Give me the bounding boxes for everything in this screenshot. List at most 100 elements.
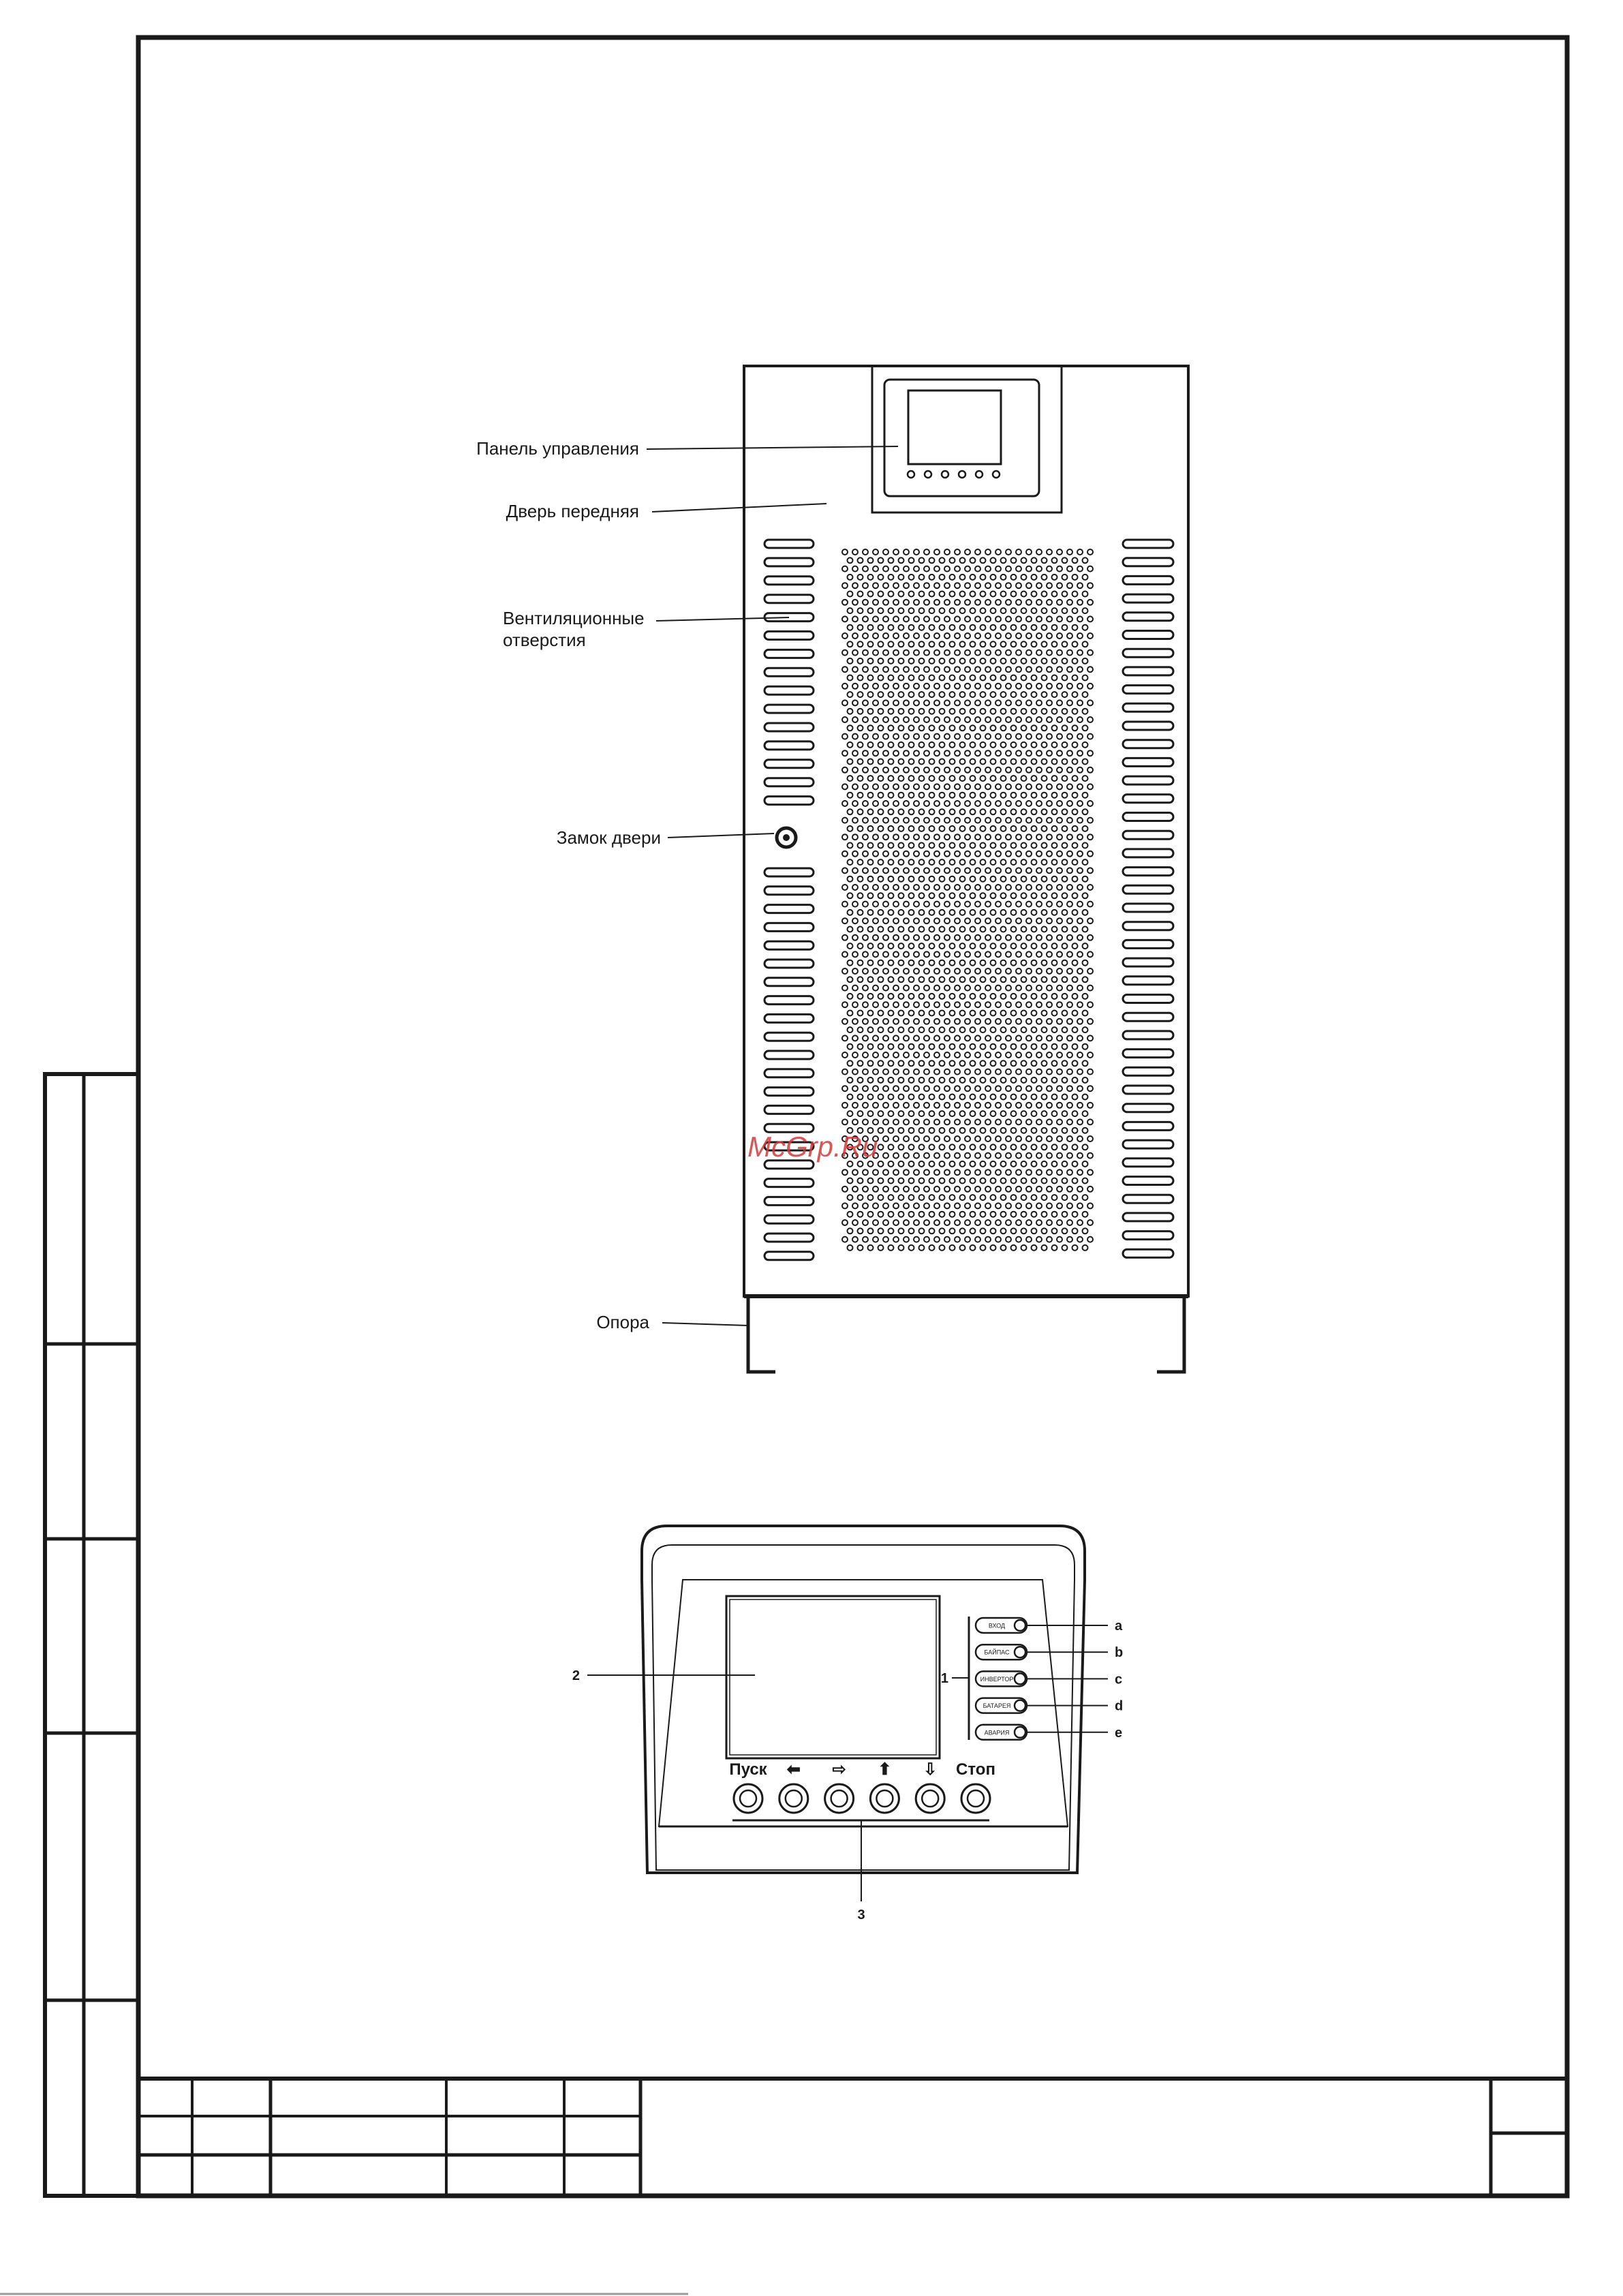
- vent-hole: [903, 801, 909, 806]
- vent-hole: [888, 1128, 894, 1133]
- vent-hole: [909, 809, 914, 814]
- vent-hole: [965, 868, 970, 873]
- vent-hole: [1077, 935, 1083, 940]
- vent-slot: [1123, 576, 1173, 584]
- vent-hole: [1077, 1035, 1083, 1041]
- vent-hole: [899, 1212, 904, 1217]
- vent-hole: [1011, 1144, 1017, 1150]
- vent-hole: [940, 1044, 945, 1050]
- vent-hole: [944, 985, 950, 991]
- vent-hole: [1062, 709, 1068, 714]
- vent-hole: [1042, 843, 1047, 848]
- vent-hole: [878, 1077, 884, 1083]
- vent-hole: [919, 1077, 925, 1083]
- vent-hole: [1072, 575, 1078, 580]
- vent-hole: [934, 1002, 940, 1007]
- vent-hole: [842, 784, 848, 789]
- vent-hole: [950, 960, 955, 966]
- vent-hole: [1006, 1069, 1011, 1075]
- vent-hole: [914, 1220, 919, 1225]
- vent-hole: [1036, 834, 1042, 840]
- vent-hole: [1001, 977, 1006, 982]
- vent-hole: [929, 1178, 935, 1184]
- vent-hole: [960, 1195, 965, 1200]
- vent-hole: [909, 592, 914, 597]
- vent-hole: [940, 658, 945, 664]
- vent-hole: [1021, 692, 1027, 697]
- vent-hole: [940, 1212, 945, 1217]
- vent-hole: [985, 918, 991, 923]
- door-lock-icon: [777, 828, 796, 847]
- vent-hole: [975, 818, 980, 823]
- vent-hole: [842, 935, 848, 940]
- vent-hole: [960, 1144, 965, 1150]
- vent-hole: [914, 868, 919, 873]
- vent-hole: [1072, 759, 1078, 765]
- vent-hole: [848, 826, 853, 831]
- vent-hole: [995, 951, 1001, 957]
- vent-hole: [965, 784, 970, 789]
- vent-hole: [903, 1169, 909, 1175]
- vent-hole: [950, 1044, 955, 1050]
- vent-hole: [929, 759, 935, 765]
- left-arrow-button[interactable]: [779, 1784, 808, 1813]
- vent-hole: [883, 583, 888, 588]
- vent-hole: [940, 910, 945, 915]
- vent-hole: [960, 1095, 965, 1100]
- vent-hole: [1011, 725, 1017, 731]
- vent-hole: [1052, 776, 1057, 781]
- vent-hole: [1083, 1212, 1088, 1217]
- vent-hole: [960, 1245, 965, 1251]
- vent-hole: [914, 700, 919, 705]
- vent-slot: [764, 668, 814, 676]
- start-button[interactable]: [734, 1784, 762, 1813]
- vent-hole: [893, 1187, 899, 1192]
- vent-hole: [1087, 650, 1093, 656]
- vent-hole: [955, 1052, 960, 1058]
- vent-hole: [1062, 977, 1068, 982]
- vent-hole: [934, 600, 940, 605]
- vent-hole: [1067, 868, 1072, 873]
- vent-hole: [1062, 1161, 1068, 1167]
- vent-hole: [1047, 1187, 1052, 1192]
- vent-hole: [980, 675, 986, 681]
- vent-hole: [929, 1095, 935, 1100]
- vent-hole: [858, 1011, 863, 1016]
- vent-hole: [940, 1095, 945, 1100]
- vent-hole: [888, 793, 894, 798]
- vent-hole: [858, 1044, 863, 1050]
- vent-hole: [1011, 759, 1017, 765]
- vent-slot: [1123, 977, 1173, 985]
- vent-hole: [868, 977, 874, 982]
- vent-slot: [1123, 1050, 1173, 1058]
- vent-hole: [1011, 575, 1017, 580]
- down-arrow-button[interactable]: [916, 1784, 944, 1813]
- vent-hole: [883, 1169, 888, 1175]
- stop-button[interactable]: [961, 1784, 990, 1813]
- vent-hole: [970, 608, 976, 613]
- vent-hole: [848, 557, 853, 563]
- vent-hole: [1052, 793, 1057, 798]
- vent-hole: [1072, 1161, 1078, 1167]
- vent-hole: [1026, 1019, 1032, 1024]
- vent-hole: [1006, 1086, 1011, 1091]
- vent-hole: [914, 633, 919, 639]
- vent-hole: [1062, 1060, 1068, 1066]
- vent-hole: [899, 1228, 904, 1234]
- vent-hole: [1062, 742, 1068, 748]
- vent-hole: [1026, 750, 1032, 756]
- vent-hole: [1077, 834, 1083, 840]
- vent-hole: [980, 1060, 986, 1066]
- vent-hole: [1011, 675, 1017, 681]
- vent-hole: [991, 625, 996, 630]
- vent-hole: [1026, 583, 1032, 588]
- up-arrow-button[interactable]: [870, 1784, 899, 1813]
- vent-hole: [919, 592, 925, 597]
- vent-hole: [1011, 859, 1017, 865]
- vent-hole: [934, 1169, 940, 1175]
- vent-slot: [1123, 776, 1173, 784]
- vent-hole: [1087, 600, 1093, 605]
- vent-hole: [899, 809, 904, 814]
- right-arrow-button[interactable]: [825, 1784, 854, 1813]
- vent-hole: [1047, 985, 1052, 991]
